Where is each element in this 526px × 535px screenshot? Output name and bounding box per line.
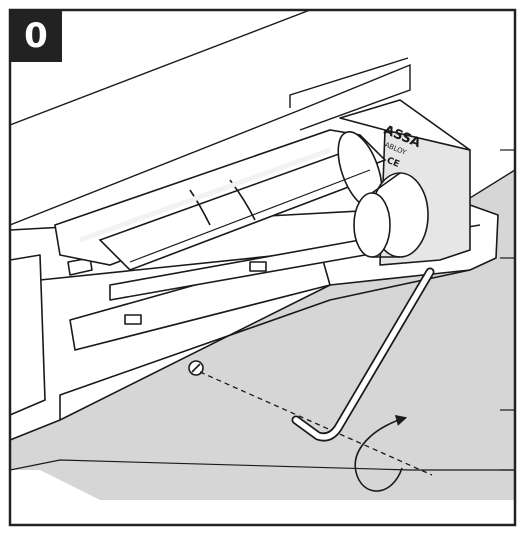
step-number-badge: 0 xyxy=(10,10,62,62)
step-number: 0 xyxy=(24,16,48,56)
wall-ticks xyxy=(500,149,515,471)
motor-spindle xyxy=(353,172,429,258)
housing-slot xyxy=(124,314,142,325)
screw-axis-line xyxy=(199,371,433,476)
diagram-frame xyxy=(8,8,517,527)
battery-pack xyxy=(54,129,387,271)
wall-planes xyxy=(10,10,411,226)
housing-slot xyxy=(249,261,267,272)
housing-ce-mark: CE xyxy=(385,156,401,170)
hex-key xyxy=(291,267,435,442)
rotate-arrow xyxy=(354,415,408,492)
